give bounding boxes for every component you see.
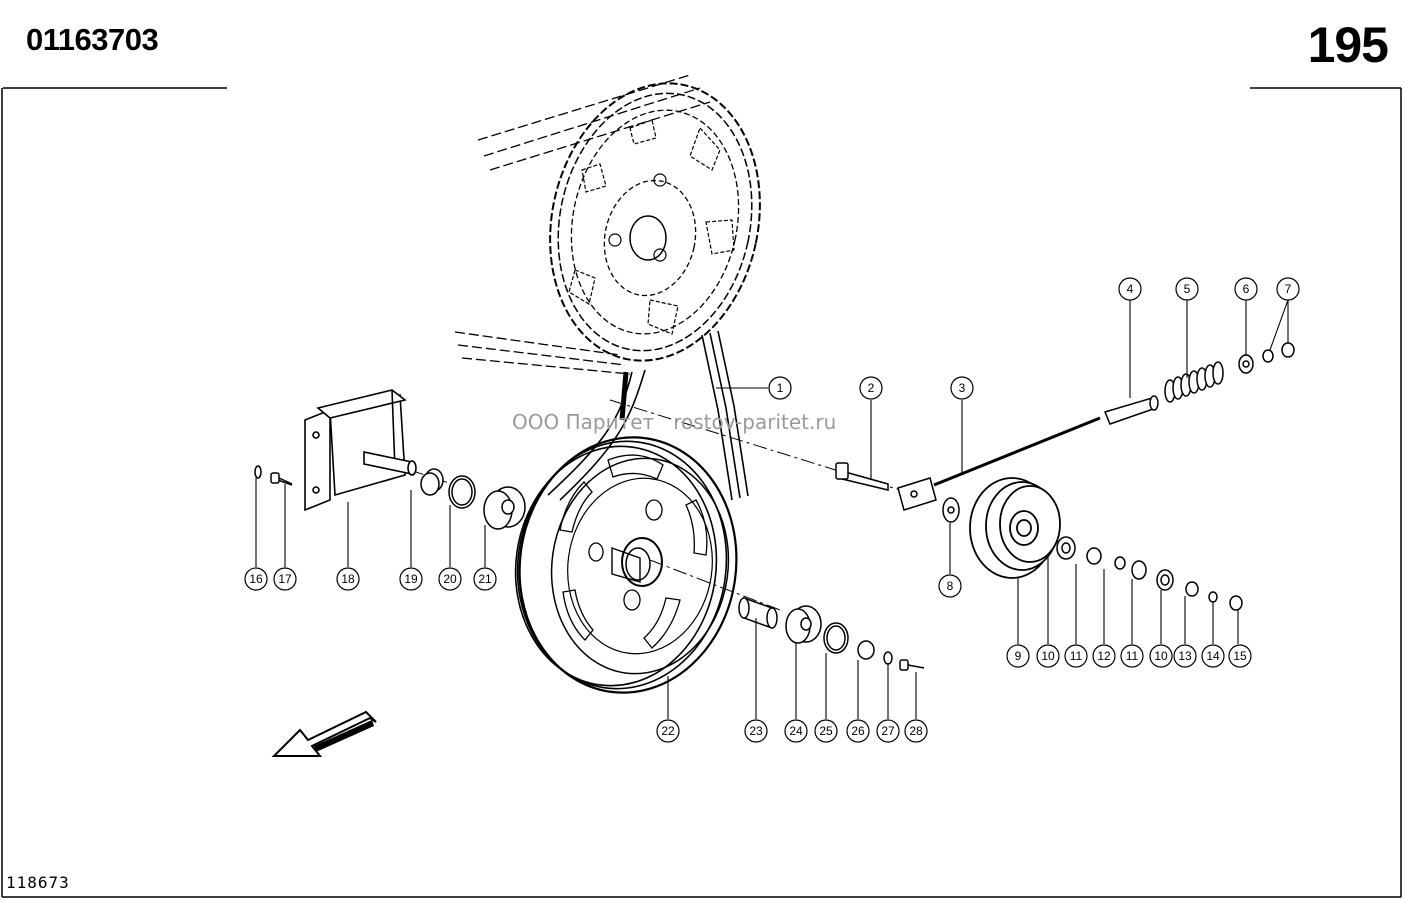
callout-13: 13 (1173, 644, 1197, 668)
callout-14: 14 (1201, 644, 1225, 668)
callout-23: 23 (744, 719, 768, 743)
figure-code: 118673 (6, 873, 70, 892)
svg-text:10: 10 (1154, 649, 1168, 663)
svg-text:8: 8 (947, 579, 954, 593)
callout-22: 22 (656, 719, 680, 743)
svg-text:17: 17 (278, 572, 292, 586)
right-small-parts (1056, 536, 1243, 611)
callout-18: 18 (336, 567, 360, 591)
callout-9: 9 (1006, 644, 1030, 668)
callout-15: 15 (1228, 644, 1252, 668)
drive-belt (454, 74, 711, 375)
svg-text:23: 23 (749, 724, 763, 738)
callout-16: 16 (244, 567, 268, 591)
callout-5: 5 (1175, 277, 1199, 301)
belt-drop (547, 330, 749, 501)
callout-20: 20 (438, 567, 462, 591)
callout-17: 17 (273, 567, 297, 591)
callout-24: 24 (784, 719, 808, 743)
callout-26: 26 (846, 719, 870, 743)
callout-10b: 10 (1149, 644, 1173, 668)
svg-text:4: 4 (1127, 282, 1134, 296)
callout-11b: 11 (1120, 644, 1144, 668)
tension-rod-assembly (835, 342, 1295, 523)
svg-text:24: 24 (789, 724, 803, 738)
svg-text:19: 19 (404, 572, 418, 586)
svg-text:13: 13 (1178, 649, 1192, 663)
bracket (304, 389, 417, 512)
svg-text:2: 2 (868, 381, 875, 395)
svg-text:5: 5 (1184, 282, 1191, 296)
svg-text:26: 26 (851, 724, 865, 738)
svg-text:16: 16 (249, 572, 263, 586)
tension-pulley (969, 477, 1061, 579)
svg-text:11: 11 (1070, 649, 1083, 663)
callout-1: 1 (768, 376, 792, 400)
arrow-down-left-icon (271, 710, 377, 757)
hub-parts (738, 596, 925, 671)
callout-12: 12 (1092, 644, 1116, 668)
upper-pulley (549, 82, 761, 362)
watermark: ООО Паритет rostov-paritet.ru (512, 410, 837, 434)
svg-text:18: 18 (341, 572, 355, 586)
callout-6: 6 (1234, 277, 1258, 301)
left-small-parts (254, 465, 526, 530)
callout-2: 2 (859, 376, 883, 400)
callout-8: 8 (938, 574, 962, 598)
callouts: 1 2 3 4 5 6 7 8 9 10 11 12 11 10 13 14 1… (244, 277, 1300, 743)
page-number: 195 (1307, 17, 1389, 73)
svg-text:1: 1 (777, 381, 784, 395)
callout-27: 27 (876, 719, 900, 743)
svg-text:10: 10 (1041, 649, 1055, 663)
callout-21: 21 (473, 567, 497, 591)
doc-number: 01163703 (26, 22, 159, 57)
callout-11: 11 (1064, 644, 1088, 668)
compression-spring (1164, 361, 1224, 403)
svg-text:7: 7 (1285, 282, 1292, 296)
header-rules (1, 87, 1402, 898)
leader-lines (255, 299, 1289, 719)
svg-text:3: 3 (959, 381, 966, 395)
callout-28: 28 (904, 719, 928, 743)
callout-25: 25 (814, 719, 838, 743)
callout-7: 7 (1276, 277, 1300, 301)
callout-19: 19 (399, 567, 423, 591)
svg-text:20: 20 (443, 572, 457, 586)
callout-10: 10 (1036, 644, 1060, 668)
svg-text:14: 14 (1206, 649, 1220, 663)
callout-4: 4 (1118, 277, 1142, 301)
lower-pulley (514, 436, 738, 694)
svg-text:21: 21 (478, 572, 492, 586)
svg-text:22: 22 (661, 724, 675, 738)
svg-text:25: 25 (819, 724, 833, 738)
callout-3: 3 (950, 376, 974, 400)
svg-text:9: 9 (1015, 649, 1022, 663)
svg-text:11: 11 (1126, 649, 1139, 663)
svg-text:15: 15 (1233, 649, 1247, 663)
svg-text:12: 12 (1097, 649, 1111, 663)
svg-text:28: 28 (909, 724, 923, 738)
svg-text:6: 6 (1243, 282, 1250, 296)
svg-text:27: 27 (881, 724, 895, 738)
